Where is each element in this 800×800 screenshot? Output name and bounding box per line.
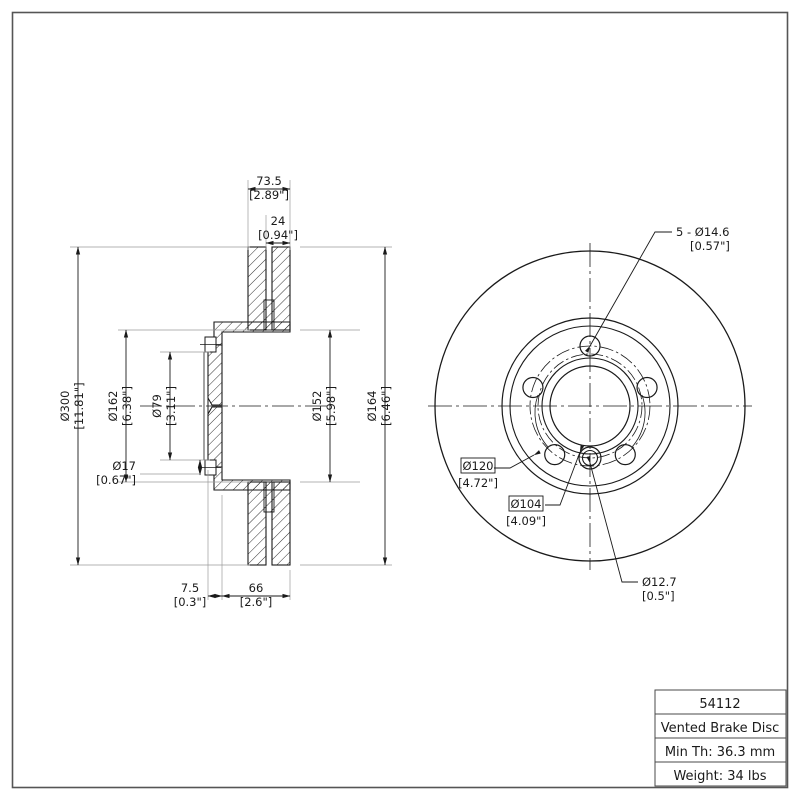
dimension-overall-width: 73.5 [2.89"] — [247, 174, 291, 202]
dim-value-metric: Ø300 — [58, 390, 72, 421]
dimension-outer-diameter: Ø300 [11.81"] — [58, 246, 86, 566]
dim-value-metric: 73.5 — [256, 174, 282, 188]
dim-value-imperial: [0.67"] — [96, 473, 136, 487]
dim-value-imperial: [2.6"] — [240, 595, 273, 609]
bolt-hole — [636, 376, 658, 399]
hat-web-bottom — [213, 466, 291, 491]
hat-outer-circle — [501, 317, 679, 495]
dim-value-metric: Ø152 — [310, 390, 324, 421]
dimension-hat-offset: 7.5 [0.3"] — [174, 581, 223, 609]
callout-guide-pin: Ø12.7 [0.5"] — [586, 455, 677, 603]
callout-value-imperial: [4.09"] — [506, 514, 546, 528]
bolt-holes — [522, 335, 658, 466]
dim-value-imperial: [2.89"] — [249, 188, 289, 202]
bolt-hole — [544, 444, 566, 466]
callout-value-metric: Ø12.7 — [642, 575, 677, 589]
dimension-hat-hole-diameter: Ø17 [0.67"] — [96, 459, 203, 487]
dim-value-imperial: [0.94"] — [258, 228, 298, 242]
dimension-center-bore: Ø79 [3.11"] — [150, 351, 178, 461]
extension-lines — [70, 180, 392, 600]
hat-cylinder-bottom — [200, 406, 223, 476]
dim-value-imperial: [6.38"] — [120, 386, 134, 426]
dim-value-imperial: [0.3"] — [174, 595, 207, 609]
callout-value-metric: 5 - Ø14.6 — [676, 225, 729, 239]
callout-value-metric: Ø104 — [510, 497, 541, 511]
center-bore-circle — [549, 365, 631, 447]
bolt-hole — [579, 335, 601, 357]
callout-value-imperial: [4.72"] — [458, 476, 498, 490]
dim-value-imperial: [6.46"] — [379, 386, 393, 426]
dimension-inner-friction-diameter: Ø152 [5.98"] — [310, 329, 338, 483]
title-block: 54112 Vented Brake Disc Min Th: 36.3 mm … — [654, 689, 787, 787]
hole-connect-arcs — [534, 394, 646, 448]
dimension-hat-depth: 66 [2.6"] — [221, 581, 291, 609]
callout-pin-circle: Ø104 [4.09"] — [506, 445, 585, 528]
dimension-hat-diameter: Ø162 [6.38"] — [106, 329, 134, 483]
callout-bolt-holes: 5 - Ø14.6 [0.57"] — [585, 225, 730, 353]
bolt-hole — [522, 376, 544, 399]
sheet-border — [11, 11, 789, 789]
cross-section-view: 73.5 [2.89"] 24 [0.94"] Ø300 [11.81"] Ø1… — [58, 174, 393, 609]
dim-value-imperial: [3.11"] — [164, 386, 178, 426]
front-face-view: 5 - Ø14.6 [0.57"] Ø120 [4.72"] Ø104 [4.0… — [428, 225, 752, 603]
dim-value-metric: 7.5 — [181, 581, 199, 595]
guide-pin-hole — [578, 446, 602, 470]
rotor-ring-top — [247, 246, 291, 331]
center-bore-outer-circle — [541, 357, 639, 455]
callout-value-imperial: [0.57"] — [690, 239, 730, 253]
callout-value-metric: Ø120 — [462, 459, 493, 473]
title-block-part-number: 54112 — [699, 697, 740, 712]
dim-value-metric: Ø79 — [150, 394, 164, 418]
title-block-weight: Weight: 34 lbs — [673, 769, 766, 784]
dim-value-metric: 24 — [271, 214, 286, 228]
dim-value-imperial: [11.81"] — [72, 382, 86, 429]
dimension-rotor-thickness: 24 [0.94"] — [258, 214, 298, 246]
hat-cylinder-top — [200, 336, 223, 406]
callout-bolt-circle: Ø120 [4.72"] — [458, 450, 541, 490]
dimension-outer-friction-diameter: Ø164 [6.46"] — [365, 246, 393, 566]
hat-inner-circle — [509, 325, 671, 487]
callout-value-imperial: [0.5"] — [642, 589, 675, 603]
rotor-outer-circle — [434, 250, 746, 562]
dim-value-metric: 66 — [249, 581, 264, 595]
title-block-min-thickness: Min Th: 36.3 mm — [665, 745, 775, 760]
dim-value-metric: Ø164 — [365, 390, 379, 421]
dim-value-metric: Ø162 — [106, 390, 120, 421]
bolt-hole — [614, 444, 636, 466]
rotor-ring-bottom — [247, 481, 291, 566]
title-block-part-name: Vented Brake Disc — [661, 721, 780, 736]
dim-value-metric: Ø17 — [112, 459, 136, 473]
dim-value-imperial: [5.98"] — [324, 386, 338, 426]
pin-circle-guide — [537, 353, 643, 459]
